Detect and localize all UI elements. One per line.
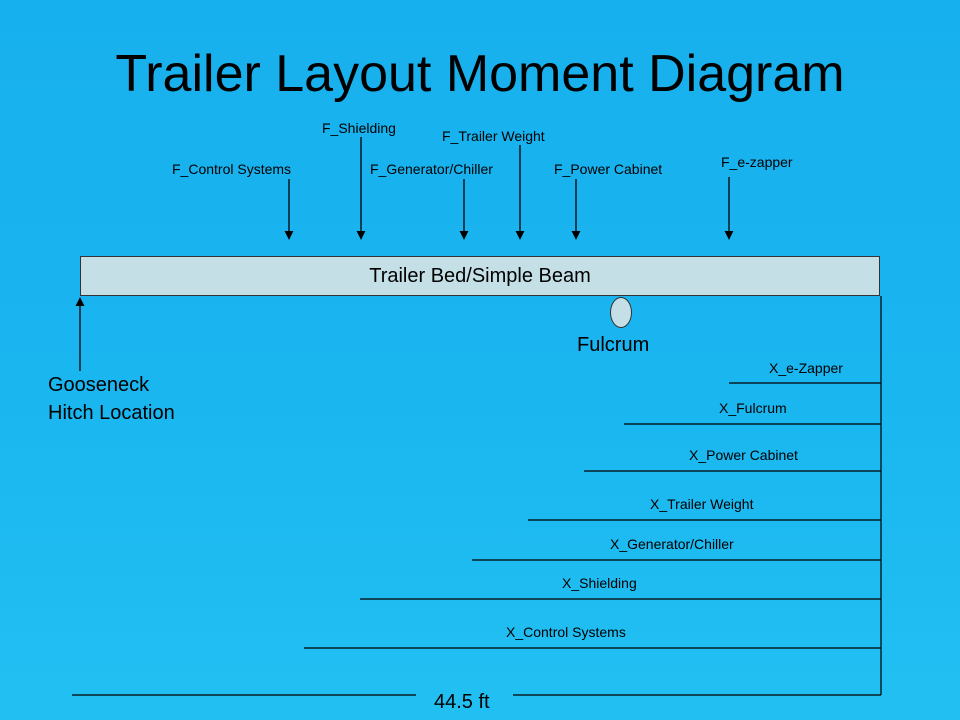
force-label-power-cabinet: F_Power Cabinet [554,161,663,177]
distance-label-e-zapper: X_e-Zapper [769,360,843,376]
distance-label-power-cabinet: X_Power Cabinet [689,447,798,463]
hitch-label-line2: Hitch Location [48,402,175,424]
distance-label-control-systems: X_Control Systems [506,624,626,640]
force-label-generator-chiller: F_Generator/Chiller [370,161,493,177]
trailer-bed-beam: Trailer Bed/Simple Beam [80,256,880,296]
hitch-label-line1: Gooseneck [48,374,150,396]
hitch-label: Gooseneck Hitch Location [48,371,175,427]
force-label-control-systems: F_Control Systems [172,161,292,177]
distance-label-shielding: X_Shielding [562,575,637,591]
distance-label-fulcrum: X_Fulcrum [719,400,787,416]
distance-label-generator-chiller: X_Generator/Chiller [610,536,734,552]
force-label-e-zapper: F_e-zapper [721,154,793,170]
diagram-title: Trailer Layout Moment Diagram [115,45,845,103]
distance-label-trailer-weight: X_Trailer Weight [650,496,754,512]
force-label-trailer-weight: F_Trailer Weight [442,128,545,144]
force-label-shielding: F_Shielding [322,120,396,136]
beam-label: Trailer Bed/Simple Beam [369,264,591,287]
fulcrum-shape [610,297,632,328]
fulcrum-label: Fulcrum [577,334,650,356]
total-length-label: 44.5 ft [434,691,490,713]
